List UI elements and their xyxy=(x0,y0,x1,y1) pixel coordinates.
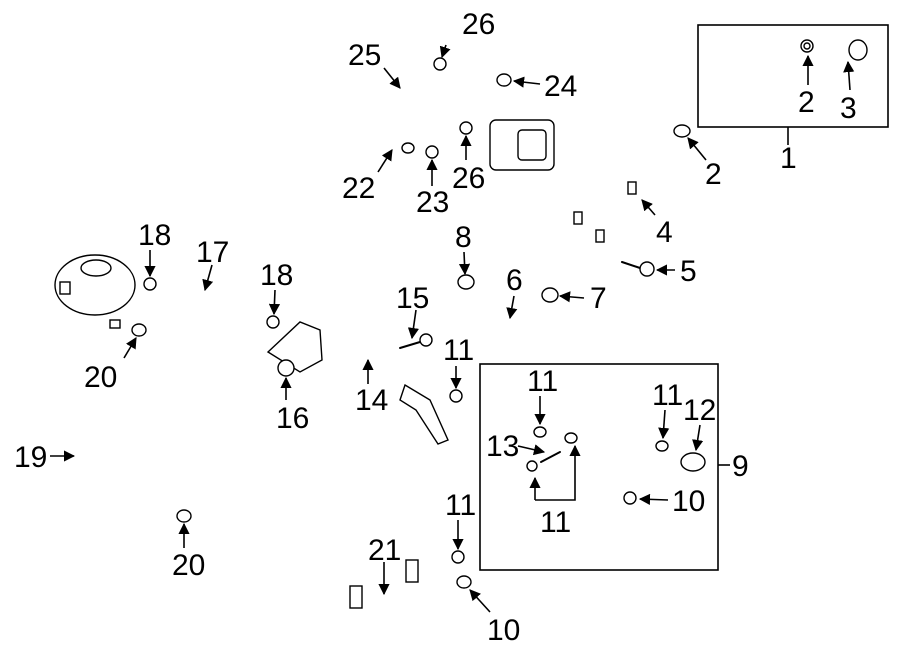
callout-11-bottom: 11 xyxy=(445,489,476,522)
bolt-15 xyxy=(399,333,433,349)
inset-hose xyxy=(706,34,794,102)
clamp-8 xyxy=(457,274,475,290)
clamp-23 xyxy=(425,145,439,159)
clamp-11-bottom xyxy=(451,550,465,564)
clamp-20-bottom xyxy=(176,509,192,523)
callout-18-right: 18 xyxy=(260,259,293,292)
hose-17 xyxy=(164,281,246,322)
inset9-parts xyxy=(494,397,706,556)
hose-25 xyxy=(373,64,432,111)
callout-11-inset-a: 11 xyxy=(527,365,558,398)
callout-15: 15 xyxy=(396,282,429,315)
clamp-11-pipe xyxy=(449,389,463,403)
callout-7: 7 xyxy=(590,282,607,315)
callout-3: 3 xyxy=(840,92,857,125)
callout-5: 5 xyxy=(680,255,697,288)
callout-9: 9 xyxy=(732,450,749,483)
hose-22 xyxy=(384,88,494,154)
leaders xyxy=(50,44,855,613)
callout-6: 6 xyxy=(506,264,523,297)
clamp-7 xyxy=(541,287,559,303)
callout-labels: 1 2 3 2 4 5 6 7 8 9 10 10 11 11 11 11 11… xyxy=(14,8,857,647)
cooler xyxy=(489,119,555,171)
callout-21: 21 xyxy=(368,534,401,567)
callout-12: 12 xyxy=(683,394,716,427)
callout-25: 25 xyxy=(348,39,381,72)
callout-11-inset-c: 11 xyxy=(652,379,683,412)
callout-24: 24 xyxy=(544,70,577,103)
callout-4: 4 xyxy=(656,216,673,249)
pipe-4 xyxy=(550,144,667,272)
nut-16 xyxy=(277,359,295,377)
callout-19: 19 xyxy=(14,441,47,474)
callout-13: 13 xyxy=(486,430,519,463)
callout-10-bottom: 10 xyxy=(487,614,520,647)
callout-26-mid: 26 xyxy=(452,162,485,195)
clamp-18-left xyxy=(143,277,157,291)
callout-20-bottom: 20 xyxy=(172,549,205,582)
callout-18-left: 18 xyxy=(138,219,171,252)
callout-17: 17 xyxy=(196,236,229,269)
callout-16: 16 xyxy=(276,402,309,435)
clamp-10-bottom xyxy=(456,575,472,589)
callout-11-inset-b: 11 xyxy=(540,506,571,539)
callout-2-inset: 2 xyxy=(798,86,815,119)
callout-22: 22 xyxy=(342,172,375,205)
callout-14: 14 xyxy=(355,384,388,417)
callout-2: 2 xyxy=(705,158,722,191)
callout-11-pipe: 11 xyxy=(443,334,474,367)
inset-box-9 xyxy=(479,363,719,571)
bolt-5 xyxy=(621,261,655,277)
clamp-18-right xyxy=(266,315,280,329)
fitting-3 xyxy=(821,39,868,66)
clamp-2 xyxy=(673,124,691,138)
inset-box-1 xyxy=(697,24,889,128)
pipe-21 xyxy=(311,559,444,644)
hose-6 xyxy=(472,291,546,339)
clamp-24 xyxy=(496,73,512,87)
callout-26-top: 26 xyxy=(462,8,495,41)
callout-8: 8 xyxy=(455,221,472,254)
clamp-20-top xyxy=(131,323,147,337)
callout-20-top: 20 xyxy=(84,361,117,394)
clamp-26-top xyxy=(433,57,447,71)
clamp-26-mid xyxy=(459,121,473,135)
callout-23: 23 xyxy=(416,186,449,219)
callout-10-inset: 10 xyxy=(672,485,705,518)
clamp-2-inset xyxy=(800,39,814,53)
callout-1: 1 xyxy=(780,142,797,175)
reservoir xyxy=(54,254,136,329)
